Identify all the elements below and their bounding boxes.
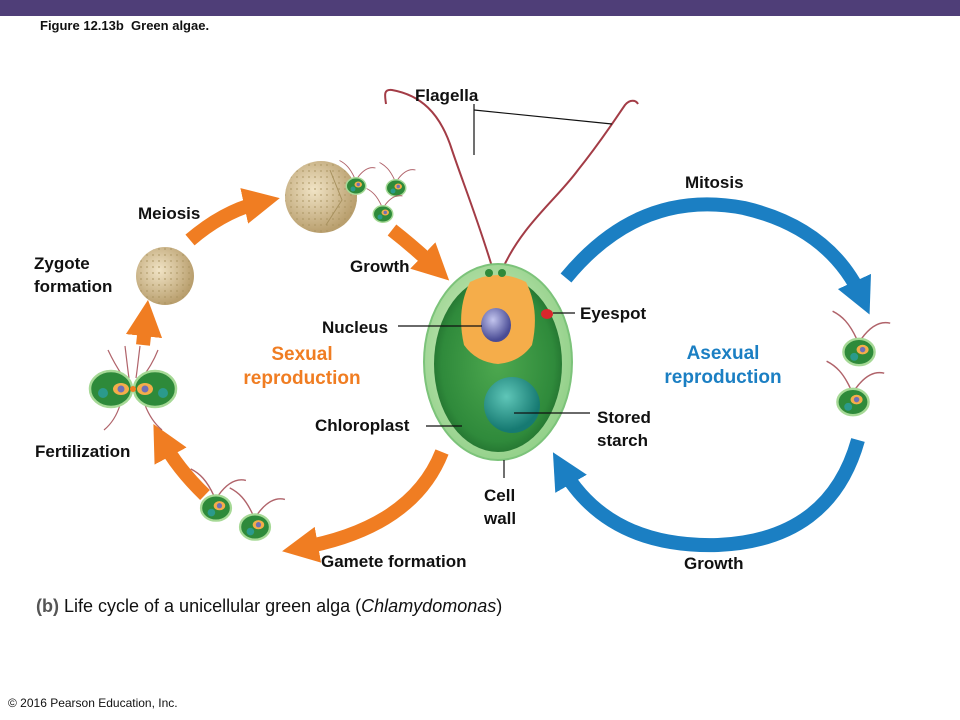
- arrow-growth-left: [387, 224, 450, 281]
- eyespot-label: Eyespot: [580, 304, 647, 323]
- mitosis-label: Mitosis: [685, 173, 744, 192]
- flagellum-left: [384, 88, 494, 271]
- caption-close: ): [496, 596, 503, 616]
- arrow-gamete-formation: [282, 449, 449, 563]
- nucleus: [481, 308, 511, 342]
- gamete-formation-label: Gamete formation: [321, 552, 467, 571]
- flagellum-right: [501, 99, 639, 271]
- chloroplast-label: Chloroplast: [315, 416, 410, 435]
- arrow-zygote: [125, 299, 163, 346]
- eyespot: [541, 309, 553, 319]
- stored-starch: [484, 377, 540, 433]
- zygote: [136, 247, 194, 305]
- figure-title: Figure 12.13b Green algae.: [40, 18, 210, 33]
- meiosis-label: Meiosis: [138, 204, 201, 223]
- meiosis-zygote: [285, 159, 417, 233]
- caption-text: Life cycle of a unicellular green alga (: [64, 596, 362, 616]
- caption-tag: (b): [36, 596, 59, 616]
- stored-starch-label: Stored starch: [597, 408, 651, 450]
- main-cell: [384, 88, 639, 461]
- growth-left-label: Growth: [350, 257, 410, 276]
- caption-genus: Chlamydomonas: [361, 596, 497, 616]
- sexual-reproduction-label: Sexual reproduction: [243, 344, 361, 389]
- arrow-mitosis: [560, 197, 871, 315]
- gametes: [189, 467, 287, 541]
- nucleus-label: Nucleus: [322, 318, 389, 337]
- arrow-fertilization: [153, 423, 210, 501]
- header-bar: [0, 0, 960, 16]
- daughter-cells: [825, 310, 892, 417]
- figure-caption: (b) Life cycle of a unicellular green al…: [36, 596, 502, 617]
- growth-right-label: Growth: [684, 554, 744, 573]
- flagella-label: Flagella: [415, 86, 479, 105]
- arrow-growth-right: [552, 438, 865, 553]
- cell-wall-label: Cell wall: [484, 486, 517, 528]
- leader-lines: [398, 104, 613, 478]
- zygote-formation-label: Zygote formation: [34, 254, 113, 296]
- copyright: © 2016 Pearson Education, Inc.: [8, 696, 178, 710]
- asexual-reproduction-label: Asexual reproduction: [664, 343, 782, 388]
- fertilization-label: Fertilization: [35, 442, 131, 461]
- arrow-meiosis: [185, 188, 280, 246]
- fusing-gametes: [88, 345, 178, 431]
